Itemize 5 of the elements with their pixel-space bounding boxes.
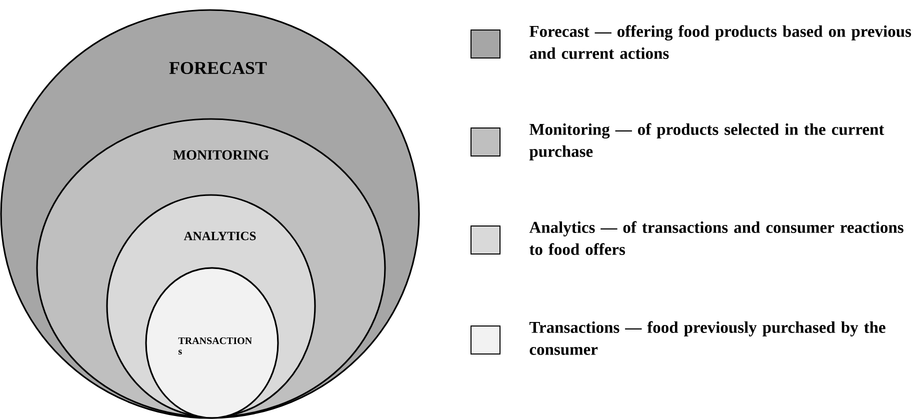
legend-text: Analytics — of transactions and consumer reactions to food offers <box>529 221 904 255</box>
legend-text: Monitoring — of products selected in the current purchase <box>529 123 884 160</box>
circle-layer: TRANSACTION s <box>145 267 279 419</box>
legend-text: Forecast — offering food products based on previous and current actions <box>529 25 912 59</box>
legend-text: Transactions — food previously purchased by the consumer <box>529 321 886 355</box>
